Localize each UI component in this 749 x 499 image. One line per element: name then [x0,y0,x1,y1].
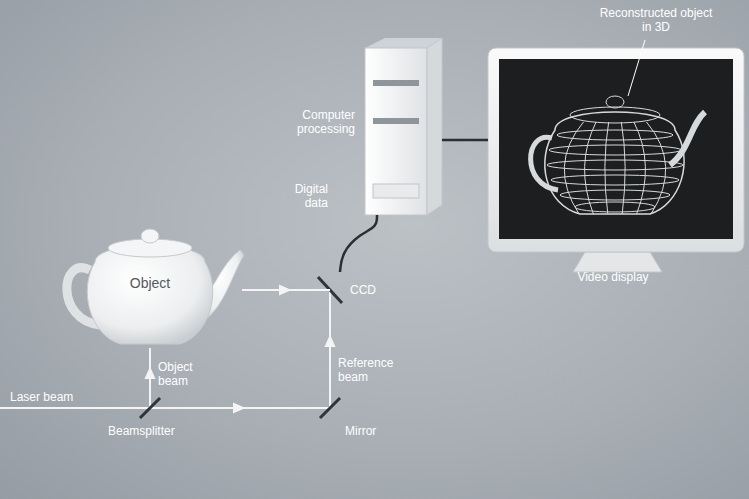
object-beam [149,348,151,408]
wire-meridian [605,122,609,214]
monitor-stand [573,252,662,272]
teapot-knob [141,229,159,243]
wire-knob [606,96,624,108]
wire-meridian [621,122,625,214]
node-text: CCD [350,283,384,297]
tower-side [365,38,442,215]
computer-tower-box: Computer processing [365,38,442,215]
tower-edge [427,38,442,215]
reference-beam [329,290,331,408]
wire-meridian [564,122,583,214]
wire-meridian [647,122,666,214]
laser-beam [0,407,330,409]
beam-label: Laser beam [10,390,100,404]
wire-ring [560,190,670,200]
display-cable [442,139,488,142]
wire-ring [575,202,655,212]
leader-line [628,40,645,96]
wireframe-teapot [531,96,705,214]
ccd-box: CCD [326,272,384,308]
beam-label: Object beam [158,360,218,388]
wire-meridian [634,122,646,214]
wire-meridian [585,122,597,214]
part-label: Mirror [345,424,405,438]
edge-label: Digital data [268,182,328,210]
node-text: Object [62,275,238,291]
callout-label: Reconstructed object in 3D [596,6,716,34]
wire-body [545,112,684,214]
monitor-screen [499,59,733,239]
beam-label: Reference beam [338,356,408,384]
wire-ring [551,175,679,185]
mirror-symbol [320,398,340,418]
tower-vent [373,184,419,198]
wire-lid [570,107,660,123]
part-label: Beamsplitter [108,424,198,438]
beamsplitter-symbol [140,398,160,418]
tower-front [365,48,427,215]
video-display-box: Video display [488,48,744,252]
computer-tower [365,38,442,215]
light-beam [242,289,330,291]
monitor-frame [488,48,744,252]
node-text: Computer processing [279,108,355,136]
drive-slot [373,80,419,86]
wire-ring [547,160,683,170]
node-text: Video display [548,270,678,284]
object-box: Object [62,230,242,350]
drive-slot [373,118,419,124]
data-cable [340,215,377,272]
monitor [488,40,744,272]
teapot-body [87,246,213,345]
wire-spout [670,112,705,165]
